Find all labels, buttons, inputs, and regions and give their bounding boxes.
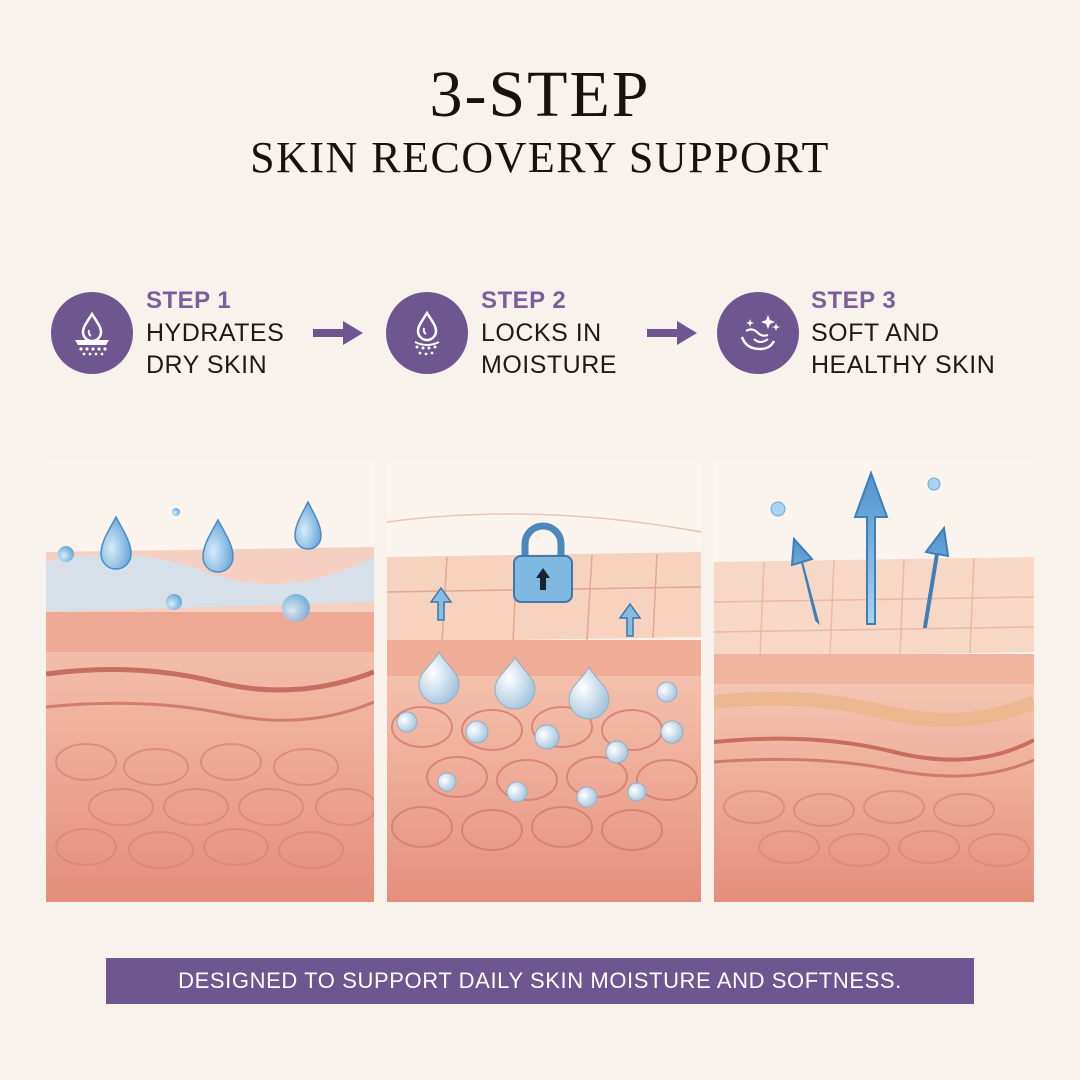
step-3-line-1: SOFT AND xyxy=(811,319,940,347)
step-1-line-2: DRY SKIN xyxy=(146,351,268,379)
skin-layers-arrows-image xyxy=(714,470,1034,902)
step-1-label: STEP 1 xyxy=(146,287,232,314)
step-3-icon-circle xyxy=(717,292,799,374)
step-2-line-2: MOISTURE xyxy=(481,351,617,379)
page-title: 3-STEP xyxy=(429,58,651,131)
panel-lock-illustration xyxy=(387,462,701,902)
padlock-icon xyxy=(513,522,573,603)
panel-hydration-illustration xyxy=(46,462,374,902)
step-1-text: STEP 1 HYDRATES DRY SKIN xyxy=(146,285,284,381)
arrow-right-icon xyxy=(647,321,697,345)
droplet-hydration-icon xyxy=(75,311,109,356)
sparkle-skin-icon xyxy=(740,315,780,351)
panel-upward-arrows-illustration xyxy=(714,462,1034,902)
step-2-label: STEP 2 xyxy=(481,287,567,314)
step-3-label: STEP 3 xyxy=(811,287,897,314)
skin-layers-lock-image xyxy=(387,513,701,902)
step-2-icon-circle xyxy=(386,292,468,374)
arrow-right-icon xyxy=(313,321,363,345)
footer-banner-text: DESIGNED TO SUPPORT DAILY SKIN MOISTURE … xyxy=(178,968,902,993)
step-1-line-1: HYDRATES xyxy=(146,319,285,347)
step-1-icon-circle xyxy=(51,292,133,374)
step-2-line-1: LOCKS IN xyxy=(481,319,602,347)
step-3-line-2: HEALTHY SKIN xyxy=(811,351,996,379)
step-2-text: STEP 2 LOCKS IN MOISTURE xyxy=(481,285,617,381)
step-3-text: STEP 3 SOFT AND HEALTHY SKIN xyxy=(811,285,995,381)
footer-banner: DESIGNED TO SUPPORT DAILY SKIN MOISTURE … xyxy=(106,958,974,1004)
page-subtitle: SKIN RECOVERY SUPPORT xyxy=(250,133,830,182)
droplet-lock-icon xyxy=(414,310,440,356)
skin-layers-hydration-image xyxy=(46,500,374,902)
